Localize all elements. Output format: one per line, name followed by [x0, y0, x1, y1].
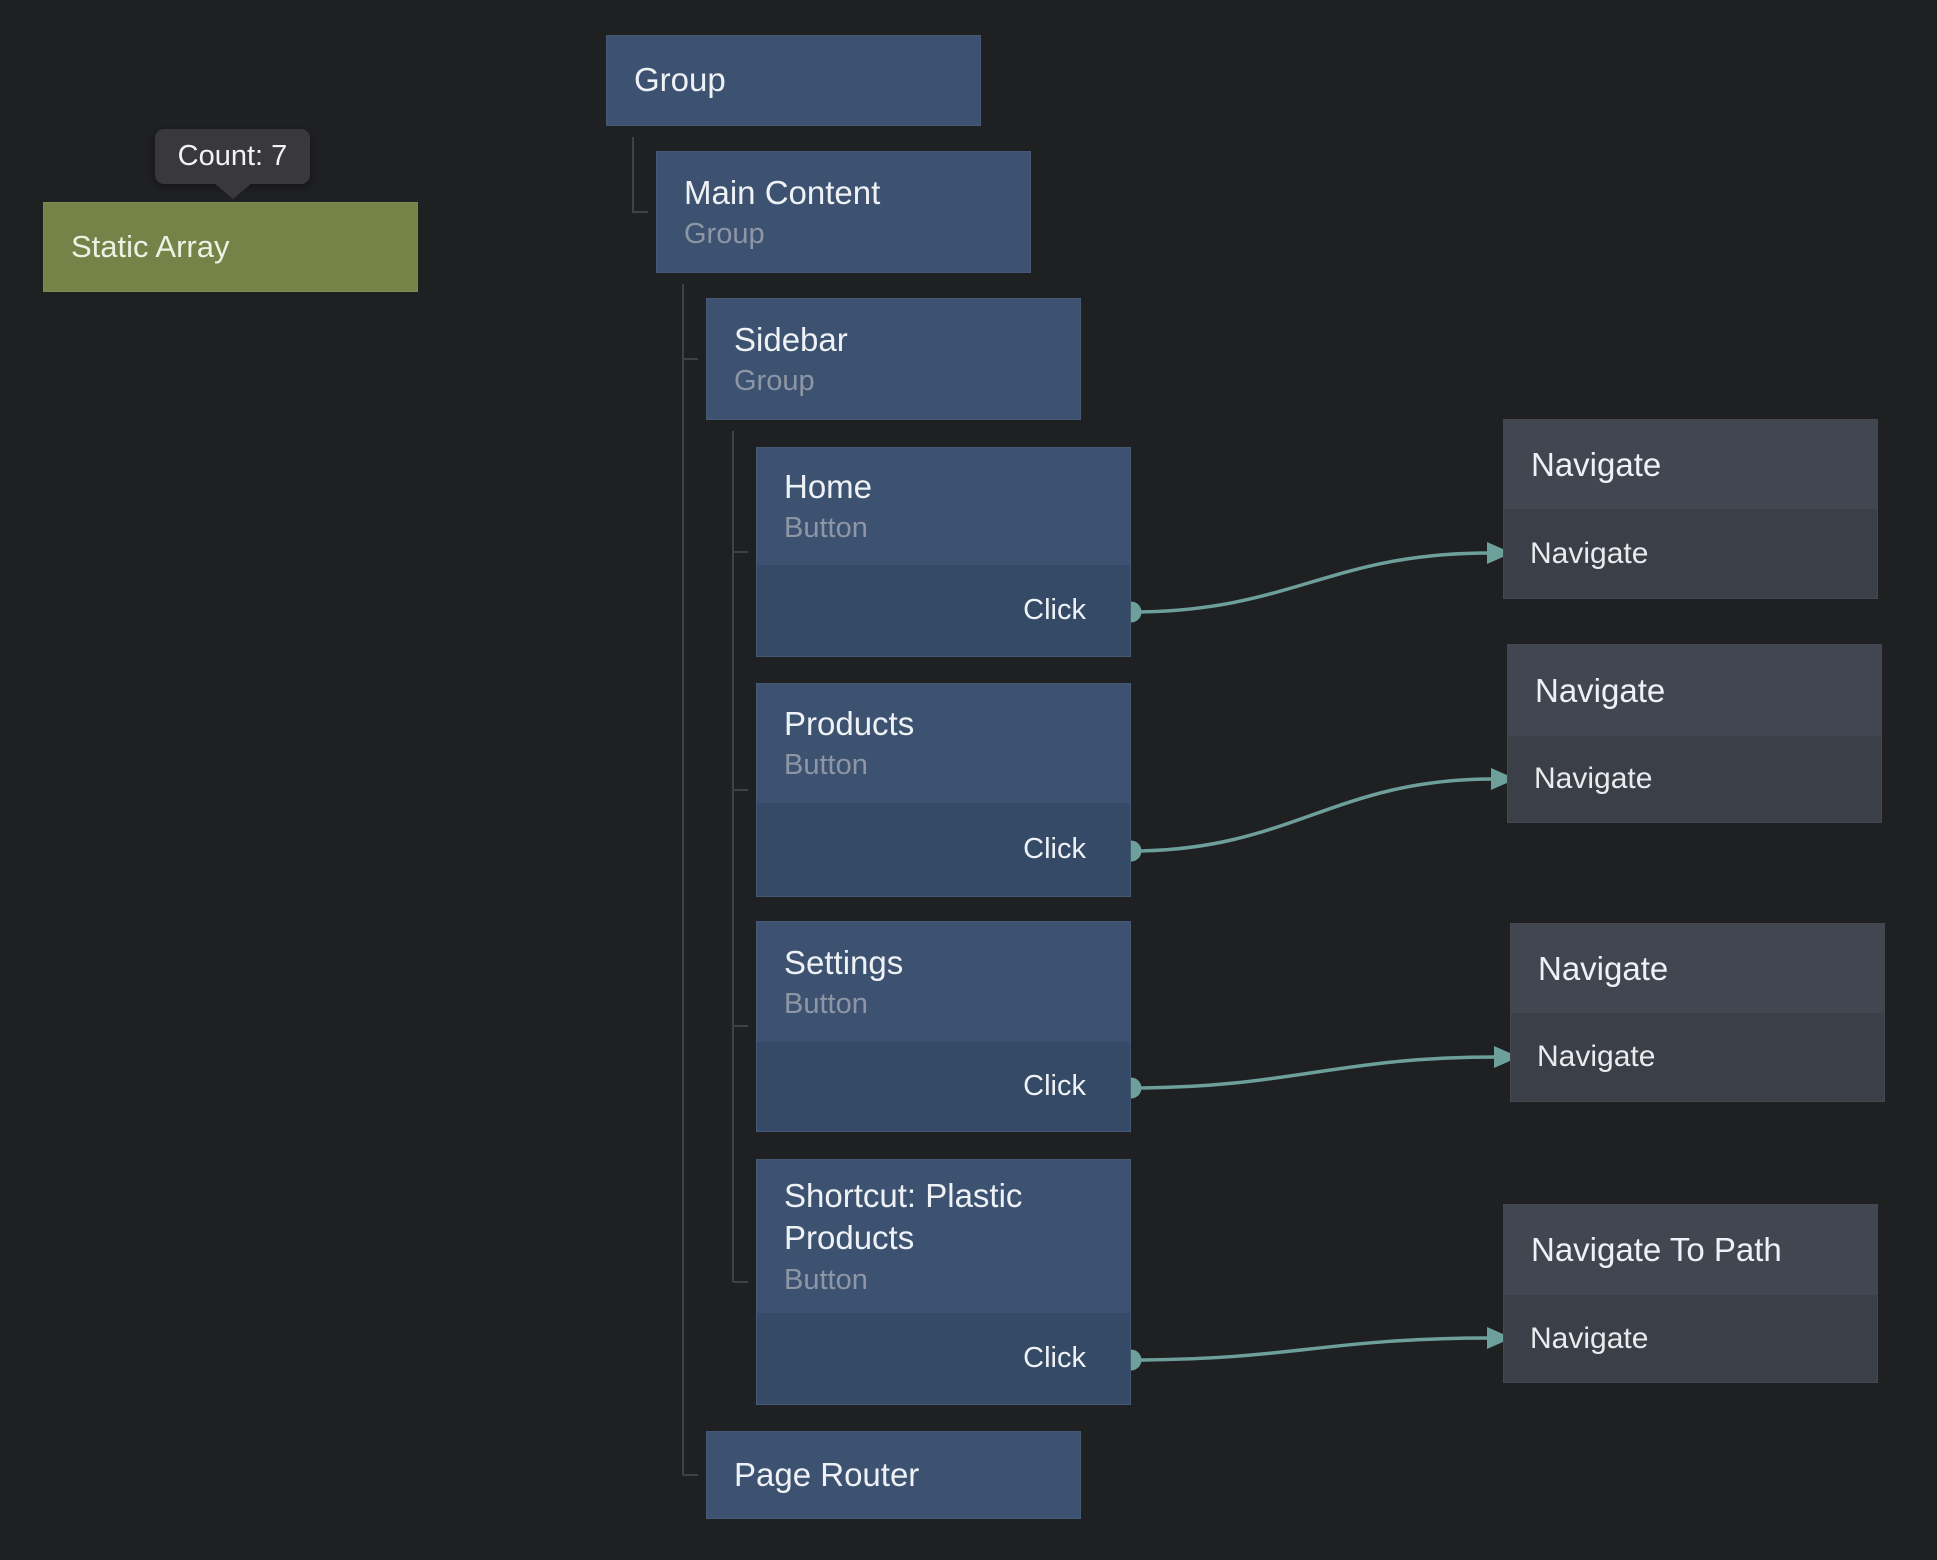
node-main-content[interactable]: Main Content Group: [656, 151, 1031, 273]
node-navigate-1[interactable]: Navigate Navigate: [1503, 419, 1878, 599]
input-port-label-navigate[interactable]: Navigate: [1537, 1040, 1656, 1073]
output-port-label-click[interactable]: Click: [1023, 833, 1086, 865]
node-input-row: Navigate: [1504, 1295, 1877, 1382]
output-port-label-click[interactable]: Click: [1023, 1342, 1086, 1374]
count-tooltip-text: Count: 7: [177, 140, 288, 172]
node-group[interactable]: Group: [606, 35, 981, 126]
connection-settings-click-navigate[interactable]: [1129, 1055, 1498, 1090]
node-header: Navigate: [1508, 645, 1881, 736]
node-output-row: Click: [757, 803, 1130, 896]
node-header: Navigate: [1504, 420, 1877, 509]
node-title: Home: [784, 468, 873, 506]
node-title: Group: [634, 61, 726, 99]
node-title: Products: [784, 705, 915, 743]
input-port-label-navigate[interactable]: Navigate: [1530, 536, 1649, 570]
node-output-row: Click: [757, 1313, 1130, 1404]
count-tooltip-pointer: [214, 183, 252, 199]
input-port-label-navigate[interactable]: Navigate: [1534, 762, 1653, 795]
node-title: Shortcut: Plastic Products: [784, 1177, 1023, 1257]
node-input-row: Navigate: [1511, 1013, 1884, 1101]
node-input-row: Navigate: [1504, 509, 1877, 598]
node-input-row: Navigate: [1508, 736, 1881, 822]
node-title: Navigate: [1531, 445, 1662, 483]
node-output-row: Click: [757, 1042, 1130, 1131]
node-title: Navigate: [1538, 949, 1669, 987]
node-header: Navigate: [1511, 924, 1884, 1013]
node-shortcut-plastic-products[interactable]: Shortcut: Plastic Products Button Click: [756, 1159, 1131, 1405]
node-products[interactable]: Products Button Click: [756, 683, 1131, 897]
node-title: Navigate To Path: [1531, 1231, 1782, 1268]
node-navigate-2[interactable]: Navigate Navigate: [1507, 644, 1882, 823]
node-settings[interactable]: Settings Button Click: [756, 921, 1131, 1132]
node-navigate-to-path[interactable]: Navigate To Path Navigate: [1503, 1204, 1878, 1383]
node-home[interactable]: Home Button Click: [756, 447, 1131, 657]
node-subtitle: Group: [734, 364, 815, 397]
count-tooltip: Count: 7: [155, 129, 310, 184]
output-port-label-click[interactable]: Click: [1023, 594, 1086, 626]
node-static-array[interactable]: Static Array: [43, 202, 418, 292]
node-subtitle: Button: [784, 512, 868, 545]
node-title: Settings: [784, 943, 904, 981]
output-port-label-click[interactable]: Click: [1023, 1070, 1086, 1102]
node-title: Sidebar: [734, 320, 848, 358]
node-subtitle: Button: [784, 987, 868, 1020]
connection-home-click-navigate[interactable]: [1129, 551, 1491, 614]
node-page-router[interactable]: Page Router: [706, 1431, 1081, 1519]
node-header: Navigate To Path: [1504, 1205, 1877, 1295]
connection-products-click-navigate[interactable]: [1129, 777, 1495, 853]
tree-line-maincontent-children: [682, 284, 698, 1476]
node-subtitle: Button: [784, 749, 868, 782]
node-title: Navigate: [1535, 671, 1666, 709]
node-subtitle: Group: [684, 217, 765, 250]
node-navigate-3[interactable]: Navigate Navigate: [1510, 923, 1885, 1102]
node-sidebar[interactable]: Sidebar Group: [706, 298, 1081, 420]
node-title: Static Array: [71, 229, 230, 264]
node-title: Main Content: [684, 173, 881, 211]
node-output-row: Click: [757, 565, 1130, 656]
node-subtitle: Button: [784, 1263, 868, 1296]
tree-line-sidebar-children: [732, 431, 748, 1283]
input-port-label-navigate[interactable]: Navigate: [1530, 1321, 1649, 1355]
tree-line-group-maincontent: [632, 137, 648, 213]
connection-shortcut-click-navigatetopath[interactable]: [1129, 1336, 1491, 1362]
node-title: Page Router: [734, 1455, 920, 1493]
